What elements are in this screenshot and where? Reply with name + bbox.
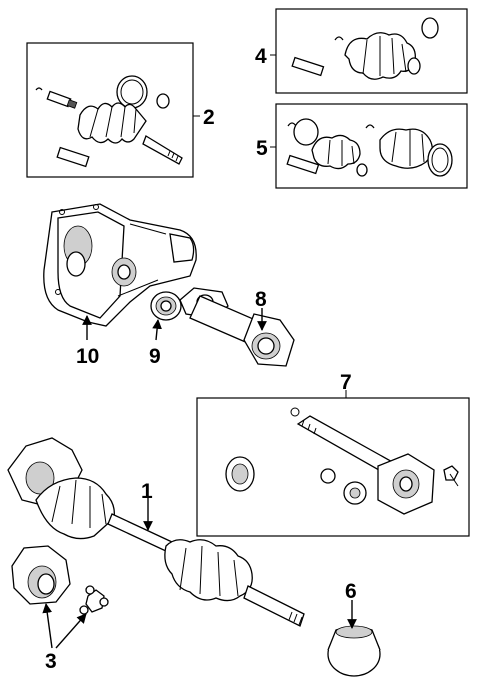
callout-9: 9: [149, 345, 161, 368]
callout-3: 3: [45, 650, 57, 673]
dust-boot-6: [327, 625, 381, 677]
callout-1: 1: [141, 480, 153, 503]
axle-shaft-box-7: [196, 390, 470, 537]
boot-kit-box-5: [270, 103, 468, 189]
boot-kit-box-2: [26, 42, 200, 178]
oil-seal-9: [150, 291, 182, 321]
cv-axle-assembly-1: [7, 437, 305, 627]
callout-6: 6: [345, 580, 357, 603]
axle-tube-8: [179, 287, 295, 367]
callout-7: 7: [340, 371, 352, 394]
callout-2: 2: [203, 106, 215, 129]
boot-kit-box-4: [270, 8, 468, 94]
tripod-joint-icon: [79, 585, 109, 615]
callout-4: 4: [255, 45, 267, 68]
callout-5: 5: [256, 137, 268, 160]
differential-carrier: [43, 203, 197, 327]
cv-boot-icon: [77, 102, 147, 144]
inner-joint-parts-3: [11, 545, 109, 615]
grease-tube-icon: [46, 90, 78, 109]
callout-8: 8: [255, 288, 267, 311]
callout-10: 10: [76, 345, 99, 368]
